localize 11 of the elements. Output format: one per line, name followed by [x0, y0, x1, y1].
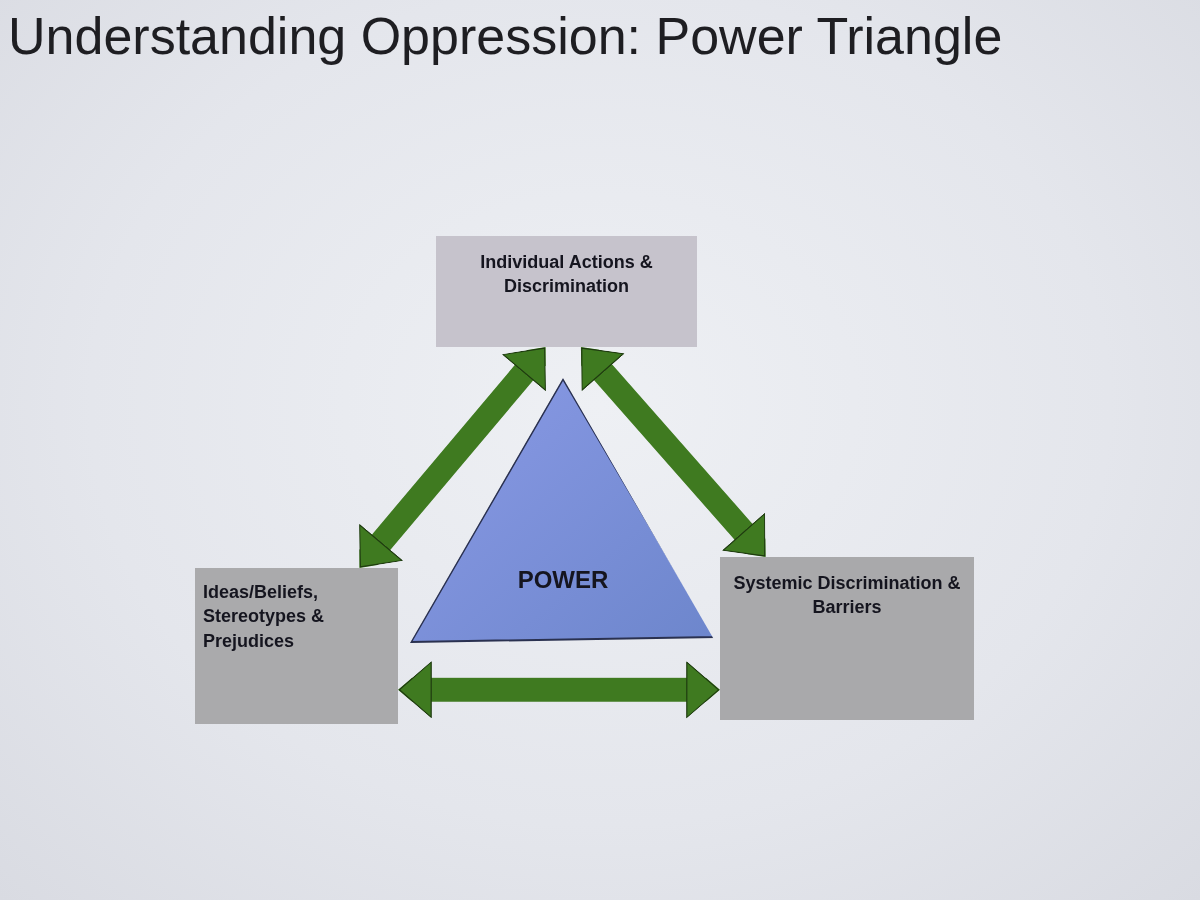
double-arrow	[580, 347, 766, 557]
box-text: Individual Actions & Discrimination	[479, 251, 654, 299]
concept-box	[195, 568, 398, 724]
box-text: Systemic Discrimination & Barriers	[732, 572, 962, 620]
double-arrow	[359, 347, 546, 568]
double-arrow	[398, 661, 720, 719]
power-label: POWER	[516, 565, 610, 595]
box-text: Ideas/Beliefs, Stereotypes & Prejudices	[203, 581, 326, 653]
concept-box	[720, 557, 974, 720]
concept-box	[436, 236, 697, 347]
diagram-title: Understanding Oppression: Power Triangle	[8, 6, 1003, 66]
